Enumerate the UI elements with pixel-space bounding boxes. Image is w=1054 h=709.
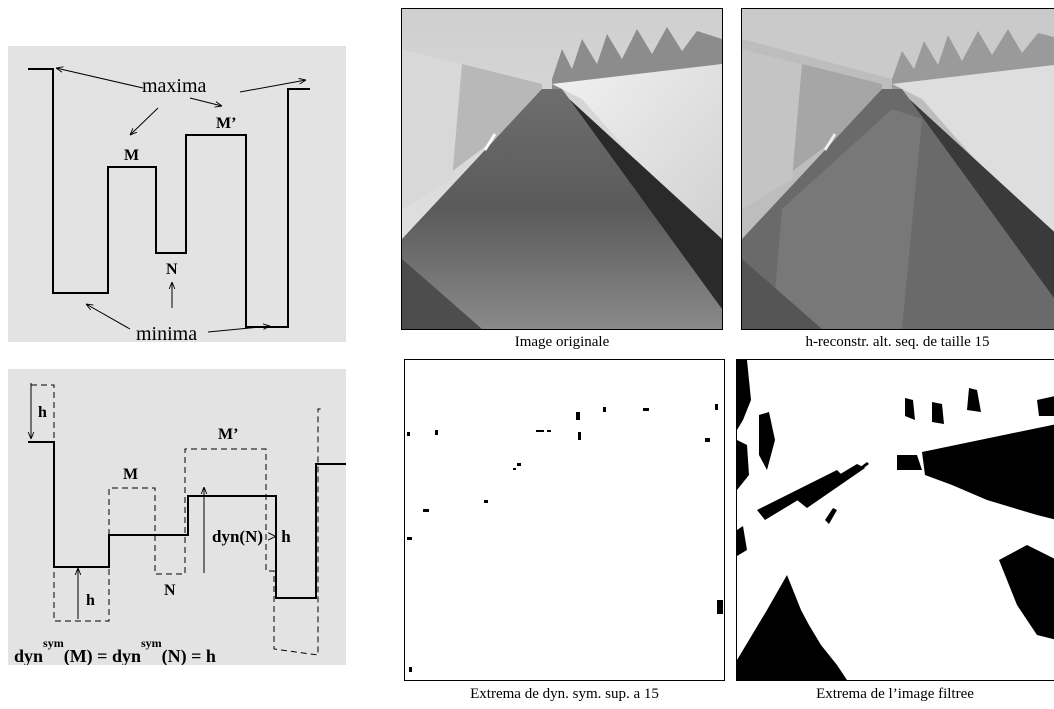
extrema-diagram-panel: maxima M M’ N minima — [8, 46, 346, 345]
label-n: N — [166, 261, 178, 278]
reconstructed-road-image — [741, 8, 1054, 330]
original-road-image — [401, 8, 723, 330]
extrema-sym-image — [404, 359, 725, 681]
road-scene-reconstructed — [742, 9, 1054, 329]
h-label-bottom: h — [86, 592, 95, 609]
maxima-arrow-mprime — [189, 97, 222, 106]
maxima-label: maxima — [142, 75, 207, 97]
label-m: M — [124, 147, 139, 164]
filtered-extrema-caption: Extrema de l’image filtree — [816, 686, 974, 702]
dyn-n-label: dyn(N) > h — [212, 527, 291, 546]
dashed-original-signal — [31, 384, 324, 656]
dynamics-diagram-panel: h h M M’ N dyn(N) > h dynsym(M) = dynsym… — [8, 369, 346, 667]
extrema-sym-caption: Extrema de dyn. sym. sup. a 15 — [470, 686, 659, 702]
filtered-extrema-blobs — [737, 360, 1054, 680]
reconstruction-caption: h-reconstr. alt. seq. de taille 15 — [805, 334, 990, 350]
signal-profile — [28, 68, 310, 328]
label-mprime: M’ — [218, 426, 238, 443]
label-m: M — [123, 466, 138, 483]
filtered-extrema-image — [736, 359, 1054, 681]
dynamics-diagram: h h M M’ N dyn(N) > h dynsym(M) = dynsym… — [14, 383, 346, 667]
label-n: N — [164, 582, 176, 599]
road-scene-original — [402, 9, 722, 329]
reconstructed-signal — [28, 441, 346, 599]
maxima-arrow-right — [239, 80, 306, 93]
extrema-sym-blobs — [407, 404, 723, 672]
extrema-diagram: maxima M M’ N minima — [28, 46, 310, 345]
original-image-caption: Image originale — [514, 334, 610, 350]
maxima-arrow-m — [130, 107, 159, 135]
h-label-top: h — [38, 404, 47, 421]
maxima-arrow-left — [56, 68, 144, 89]
minima-label: minima — [136, 323, 197, 342]
dyn-sym-formula: dynsym(M) = dynsym(N) = h — [14, 636, 216, 665]
label-mprime: M’ — [216, 115, 236, 132]
minima-arrow-left — [86, 304, 131, 330]
minima-arrow-right — [207, 326, 270, 333]
